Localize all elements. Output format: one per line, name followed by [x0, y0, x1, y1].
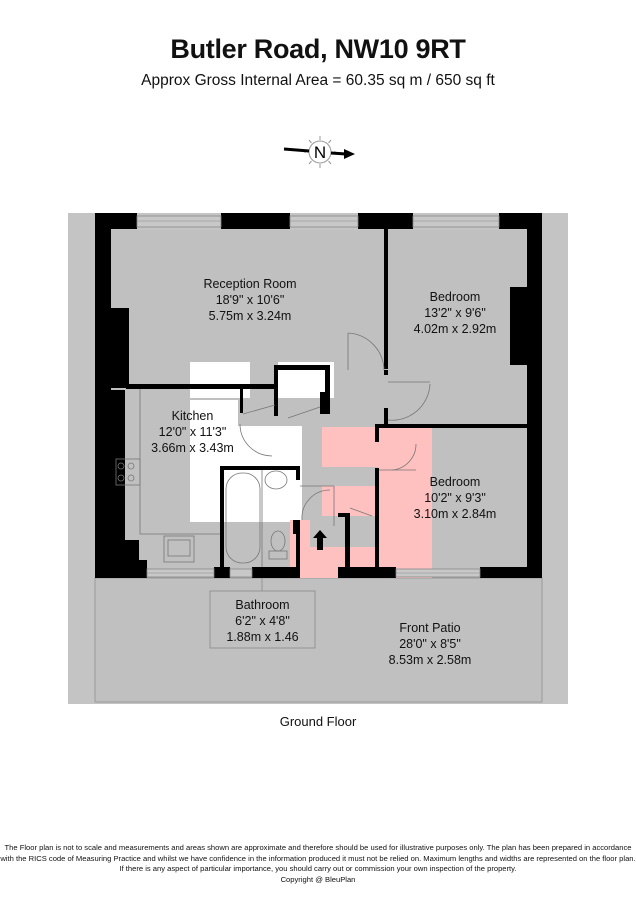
room-label-bedroom-2: Bedroom 10'2" x 9'3" 3.10m x 2.84m: [413, 475, 497, 521]
north-arrow-icon: N: [280, 133, 360, 171]
disclaimer: The Floor plan is not to scale and measu…: [0, 843, 636, 884]
entrance-arrow-icon: [313, 530, 327, 550]
gross-area-subtitle: Approx Gross Internal Area = 60.35 sq m …: [141, 72, 495, 89]
floor-plan: Reception Room 18'9" x 10'6" 5.75m x 3.2…: [68, 213, 568, 704]
room-label-kitchen: Kitchen 12'0" x 11'3" 3.66m x 3.43m: [151, 409, 234, 455]
floor-label: Ground Floor: [279, 714, 357, 729]
room-label-bedroom-1: Bedroom 13'2" x 9'6" 4.02m x 2.92m: [413, 290, 497, 336]
room-label-reception: Reception Room 18'9" x 10'6" 5.75m x 3.2…: [203, 277, 297, 323]
room-label-bathroom: Bathroom 6'2" x 4'8" 1.88m x 1.46: [226, 598, 299, 644]
room-label-front-patio: Front Patio 28'0" x 8'5" 8.53m x 2.58m: [388, 621, 472, 667]
svg-text:N: N: [314, 143, 326, 162]
property-title: Butler Road, NW10 9RT: [170, 34, 466, 64]
copyright: Copyright @ BleuPlan: [280, 874, 356, 884]
